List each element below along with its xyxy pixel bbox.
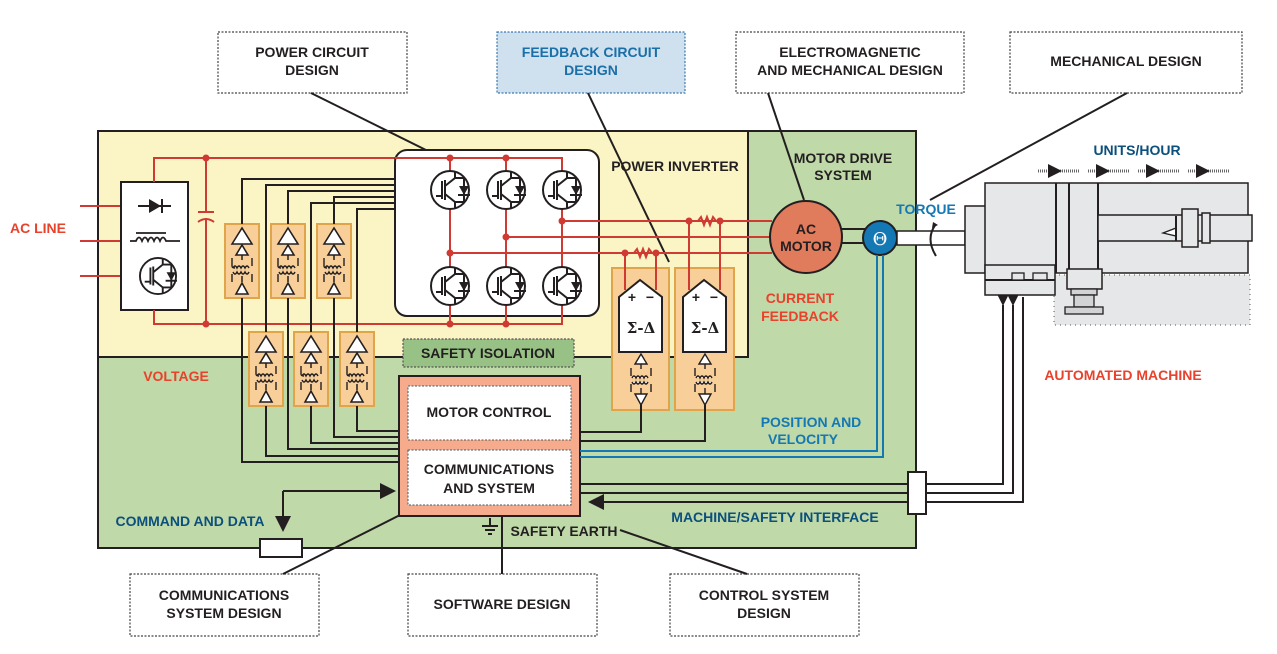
gate-drive-isolators-top <box>224 223 352 299</box>
communications-design-label: COMMUNICATIONS <box>159 587 289 603</box>
machine-safety-interface-label: MACHINE/SAFETY INTERFACE <box>671 509 878 525</box>
leader-feedback <box>587 92 670 263</box>
command-data-connector <box>259 538 303 558</box>
sigma-delta-label: Σ-Δ <box>627 319 656 337</box>
power-inverter-label: POWER INVERTER <box>611 158 739 174</box>
dc-bus <box>153 157 510 325</box>
machine-interface-connector <box>907 471 927 515</box>
control-system-label: CONTROL SYSTEM <box>699 587 829 603</box>
safety-earth-label: SAFETY EARTH <box>510 523 617 539</box>
minus-sign: − <box>710 289 718 305</box>
power-circuit-callout <box>217 31 408 94</box>
motor-drive-system-label: MOTOR DRIVE <box>794 150 893 166</box>
leader-mechanical <box>929 92 1128 201</box>
ground-icon <box>482 518 498 535</box>
communications-callout <box>129 573 320 637</box>
leader-electromagnetic <box>767 92 805 201</box>
electromagnetic-label: AND MECHANICAL DESIGN <box>757 62 943 78</box>
ac-motor <box>769 200 843 274</box>
communications-system-label: COMMUNICATIONS <box>424 461 554 477</box>
communications-system-block[interactable] <box>407 449 572 506</box>
communications-system-label: AND SYSTEM <box>443 480 535 496</box>
leader-power <box>310 92 431 153</box>
communications-design-label: SYSTEM DESIGN <box>166 605 281 621</box>
control-system-callout <box>669 573 860 637</box>
safety-isolation-label: SAFETY ISOLATION <box>421 345 555 361</box>
feedback-circuit-callout <box>496 31 686 94</box>
motor-control-block[interactable] <box>407 385 572 441</box>
leader-communications <box>282 514 401 575</box>
feedback-circuit-label: DESIGN <box>564 62 618 78</box>
automated-machine-graphic <box>964 182 1253 326</box>
software-callout <box>407 573 598 637</box>
units-hour-label: UNITS/HOUR <box>1093 142 1180 158</box>
ac-motor-label: MOTOR <box>780 238 832 254</box>
ac-line-wires <box>80 205 121 277</box>
motor-drive-system-label: SYSTEM <box>814 167 872 183</box>
ac-line-label: AC LINE <box>10 220 66 236</box>
electromagnetic-label: ELECTROMAGNETIC <box>779 44 921 60</box>
position-velocity-label: VELOCITY <box>768 431 839 447</box>
feedback-circuit-label: FEEDBACK CIRCUIT <box>522 44 661 60</box>
sigma-delta-label: Σ-Δ <box>691 319 720 337</box>
position-velocity-label: POSITION AND <box>761 414 862 430</box>
current-feedback-label: CURRENT <box>766 290 835 306</box>
electromagnetic-callout <box>735 31 965 94</box>
gate-drive-isolators-bottom <box>248 331 375 407</box>
mechanical-label: MECHANICAL DESIGN <box>1050 53 1201 69</box>
plus-sign: + <box>628 289 636 305</box>
current-feedback-label: FEEDBACK <box>761 308 839 324</box>
software-design-label: SOFTWARE DESIGN <box>434 596 571 612</box>
minus-sign: − <box>646 289 654 305</box>
theta-symbol: Θ <box>873 229 888 250</box>
power-circuit-label: POWER CIRCUIT <box>255 44 369 60</box>
command-data-label: COMMAND AND DATA <box>115 513 264 529</box>
torque-label: TORQUE <box>896 201 956 217</box>
power-circuit-label: DESIGN <box>285 62 339 78</box>
mechanical-callout <box>1009 31 1243 94</box>
motor-control-label: MOTOR CONTROL <box>427 404 552 420</box>
voltage-label: VOLTAGE <box>143 368 209 384</box>
control-system-label: DESIGN <box>737 605 791 621</box>
leader-control <box>619 529 748 575</box>
safety-isolation-box <box>402 338 575 368</box>
plus-sign: + <box>692 289 700 305</box>
automated-machine-label: AUTOMATED MACHINE <box>1044 367 1201 383</box>
ac-motor-label: AC <box>796 221 816 237</box>
units-hour-arrows <box>1038 164 1229 178</box>
